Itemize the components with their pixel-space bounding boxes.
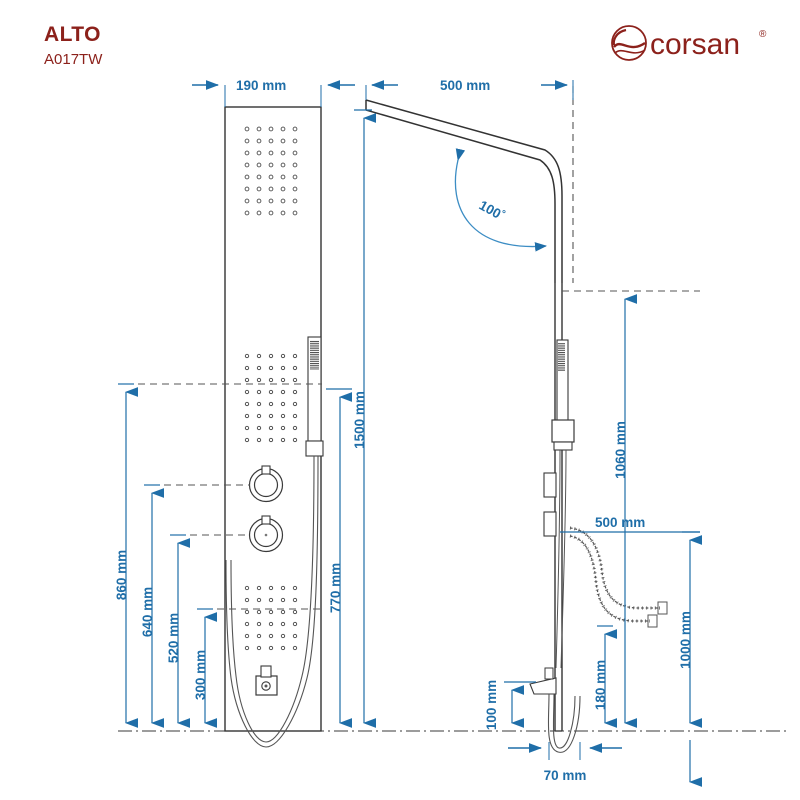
- dimension-mid-grid-bottom-height: 520 mm: [166, 534, 190, 728]
- upper-control-knob[interactable]: [248, 465, 284, 503]
- dimension-column-top-height: 1060 mm: [613, 294, 637, 728]
- dimension-label-500mm-hose: 500 mm: [595, 515, 645, 530]
- dimension-label-100mm: 100 mm: [484, 680, 499, 730]
- front-panel-body: [224, 106, 322, 732]
- registered-trademark-icon: ®: [759, 29, 767, 40]
- dimension-overhead-arm-angle: 100°: [454, 148, 547, 252]
- mid-body-nozzle-grid: [244, 353, 298, 443]
- wand-hose-side: [555, 449, 561, 669]
- lower-body-nozzle-grid: [244, 585, 298, 651]
- dimension-upper-knob-height: 860 mm: [114, 383, 138, 728]
- dimension-hose-loop-width: 70 mm: [508, 742, 622, 783]
- page-title: ALTO: [44, 23, 101, 46]
- dimension-label-angle-100: 100°: [477, 198, 507, 224]
- wand-holder-bracket[interactable]: [551, 419, 575, 451]
- bottom-hose-loop-side-inner: [552, 693, 576, 749]
- dimension-label-770mm: 770 mm: [328, 563, 343, 613]
- wand-hose-side-outer: [560, 449, 567, 669]
- side-elevation-view: [365, 86, 668, 753]
- upper-control-knob-side[interactable]: [543, 472, 557, 498]
- lower-control-knob[interactable]: [248, 515, 284, 553]
- model-code: A017TW: [44, 51, 103, 68]
- dimension-label-1000mm: 1000 mm: [678, 611, 693, 669]
- dimension-fitting-offset-height: 100 mm: [484, 680, 536, 730]
- dimension-label-1060mm: 1060 mm: [613, 421, 628, 479]
- bottom-hose-loop-side: [547, 693, 581, 753]
- dimension-wand-holder-height: 180 mm: [593, 625, 617, 728]
- dimension-label-640mm: 640 mm: [140, 587, 155, 637]
- dimension-label-520mm: 520 mm: [166, 613, 181, 663]
- dimension-label-190mm: 190 mm: [236, 78, 286, 93]
- corsan-logo: corsan ®: [611, 25, 767, 61]
- top-rain-nozzle-grid: [244, 126, 298, 216]
- corsan-wave-emblem: [611, 25, 647, 61]
- dimension-outlet-fitting-height: 300 mm: [193, 608, 217, 728]
- flexible-hose-front-outer: [225, 455, 319, 748]
- dimension-label-500mm-arm: 500 mm: [440, 78, 490, 93]
- handheld-shower-wand-front[interactable]: [305, 336, 324, 457]
- dimension-label-860mm: 860 mm: [114, 550, 129, 600]
- dimension-label-300mm: 300 mm: [193, 650, 208, 700]
- coiled-flexible-hose: [569, 526, 668, 628]
- dimension-hose-outlet-height: 1000 mm: [678, 531, 702, 787]
- front-elevation-view: [224, 106, 324, 748]
- flexible-hose-front: [230, 455, 315, 743]
- logo-wordmark: corsan: [650, 28, 740, 61]
- dimension-overall-height: 1500 mm: [352, 109, 376, 728]
- overhead-shower-arm-top: [365, 99, 563, 283]
- dimension-front-panel-width: 190 mm: [192, 78, 355, 107]
- hose-outlet-fitting-front[interactable]: [255, 665, 278, 696]
- hose-outlet-fitting-side[interactable]: [529, 667, 557, 695]
- dimension-label-1500mm: 1500 mm: [352, 391, 367, 449]
- extension-leader-lines: [126, 383, 322, 610]
- dimension-wand-bracket-height: 770 mm: [326, 388, 352, 728]
- lower-control-knob-side[interactable]: [543, 511, 557, 537]
- dimension-label-180mm: 180 mm: [593, 660, 608, 710]
- dimension-overhead-arm-reach: 500 mm: [365, 78, 574, 100]
- dimension-lower-knob-height: 640 mm: [140, 484, 164, 728]
- dimension-hose-projection: 500 mm: [560, 515, 700, 533]
- dimension-label-70mm: 70 mm: [544, 768, 587, 783]
- overhead-shower-arm-bottom: [365, 109, 556, 283]
